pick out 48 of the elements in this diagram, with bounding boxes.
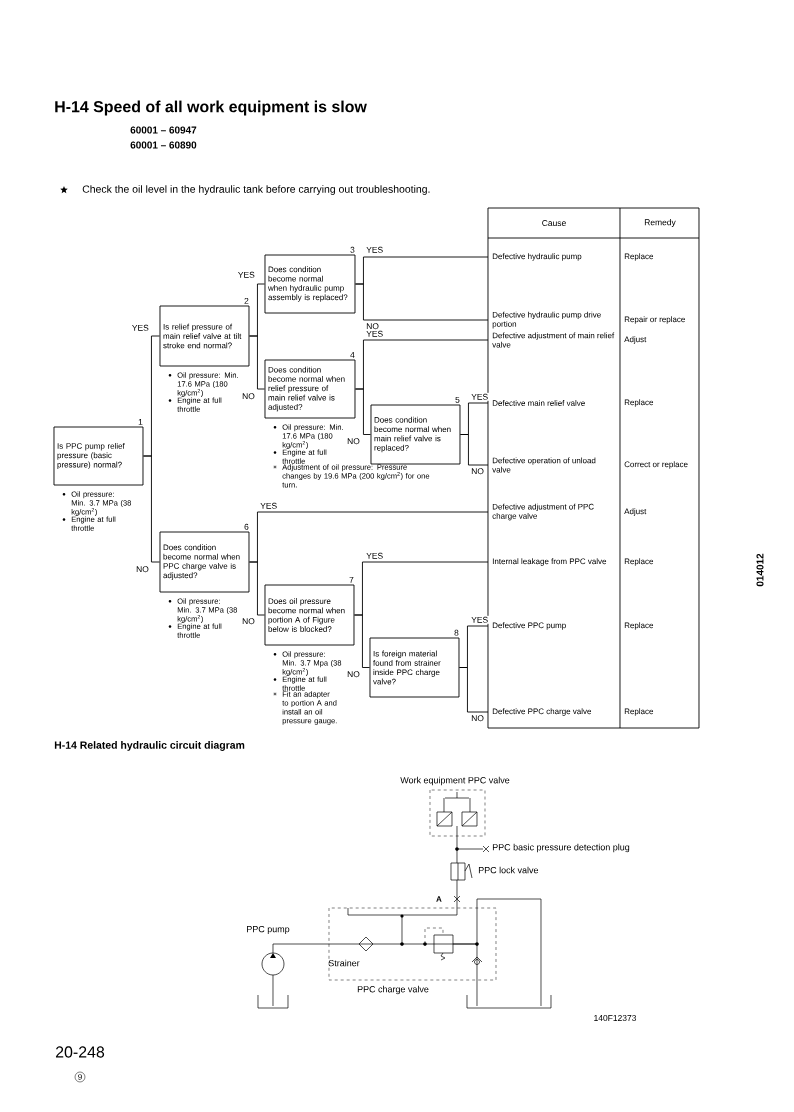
connector-line — [459, 667, 489, 713]
serial-range: 60001 – 60947 — [130, 126, 197, 134]
title: H-14 Speed of all work equipment is slow — [55, 100, 367, 116]
part-label: PPC basic pressure detection plug — [492, 843, 630, 853]
section-heading: H-14 Related hydraulic circuit diagram — [54, 741, 245, 751]
edge-label: YES — [366, 552, 383, 559]
part-label: Strainer — [328, 959, 360, 967]
step-number: 1 — [138, 419, 143, 425]
step-number: 8 — [454, 629, 459, 636]
step-number: 6 — [244, 523, 249, 530]
edge-label: NO — [242, 618, 255, 625]
connector-line — [355, 283, 489, 321]
connector-line — [460, 434, 489, 466]
connector-line — [143, 455, 160, 563]
part-label: Work equipment PPC valve — [400, 776, 510, 786]
edge-label: YES — [260, 502, 277, 509]
serial-range: 60001 – 60890 — [130, 141, 197, 149]
edge-label: NO — [471, 468, 484, 475]
page-number: 20-248 — [56, 1046, 105, 1058]
column-header: Remedy — [644, 219, 676, 227]
connector-line — [355, 388, 371, 435]
edge-label: NO — [347, 671, 360, 678]
connector-line — [249, 335, 265, 390]
edge-label: NO — [136, 566, 149, 573]
note-text: Check the oil level in the hydraulic tank before carrying out troubleshooting. — [82, 185, 430, 195]
part-label: PPC pump — [247, 925, 290, 935]
edge-label: YES — [471, 393, 488, 400]
edge-label: YES — [366, 246, 383, 253]
connector-line — [249, 561, 265, 616]
part-label: PPC charge valve — [357, 985, 429, 995]
column-header: Cause — [542, 220, 566, 226]
edge-label: NO — [347, 438, 360, 445]
step-number: 3 — [350, 246, 355, 253]
edge-label: NO — [471, 715, 484, 722]
edge-label: YES — [366, 330, 383, 337]
step-number: 2 — [244, 297, 249, 304]
figure-code: 140F12373 — [594, 1015, 637, 1021]
edge-label: YES — [132, 324, 149, 331]
edge-label: YES — [471, 616, 488, 623]
step-number: 5 — [455, 396, 460, 403]
step-number: 7 — [349, 577, 354, 583]
page-code: 014012 — [756, 553, 764, 587]
edge-label: NO — [366, 323, 379, 330]
edge-label: NO — [242, 393, 255, 400]
part-label: PPC lock valve — [478, 866, 539, 874]
connector-line — [354, 614, 370, 668]
edge-label: YES — [238, 271, 255, 278]
step-number: 4 — [350, 352, 355, 358]
